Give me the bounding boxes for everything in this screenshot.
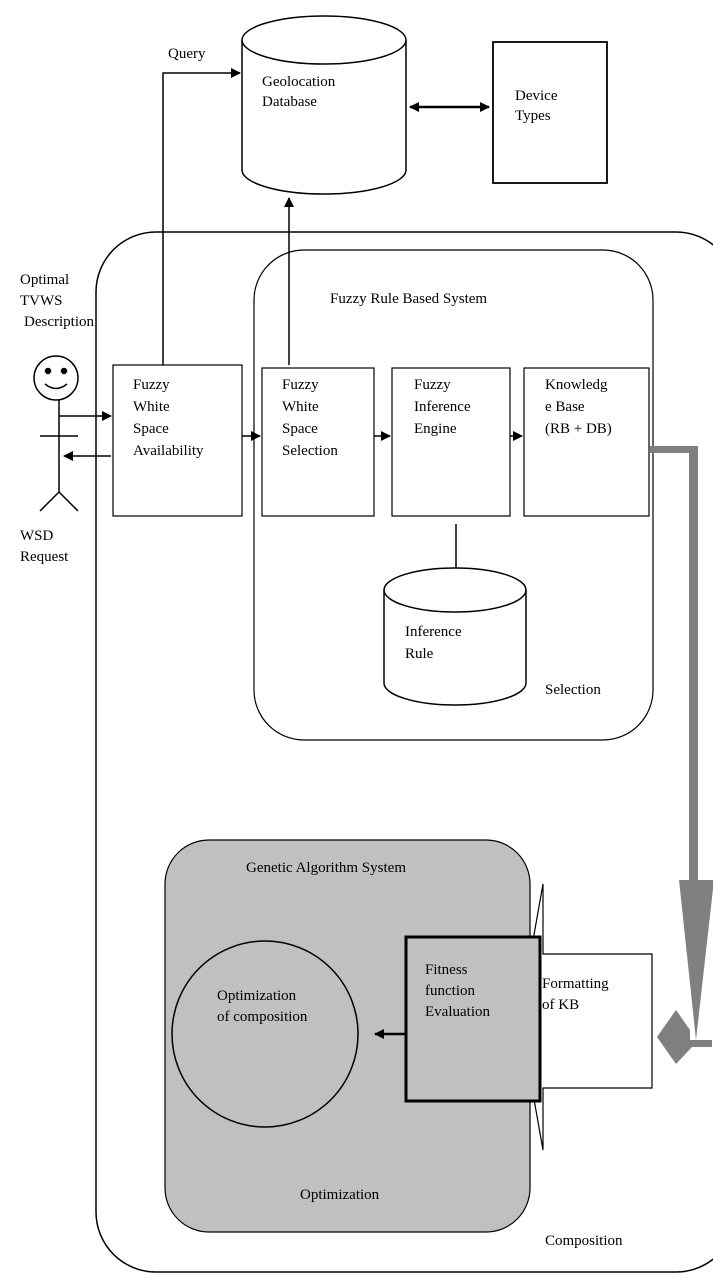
inference-label-2: Inference: [414, 399, 471, 415]
inference-label-1: Fuzzy: [414, 377, 451, 393]
formatting-arrow-shape: [531, 883, 653, 1151]
wsd-label-1: WSD: [20, 528, 54, 544]
optimal-label-1: Optimal: [20, 272, 69, 288]
inference-rule-database: [383, 567, 527, 706]
inference-label-3: Engine: [414, 421, 457, 437]
composition-container: [95, 231, 713, 1273]
fitness-label-1: Fitness: [425, 962, 468, 978]
fuzzy-rule-system-container: [253, 249, 654, 741]
optimization-label: Optimization: [300, 1187, 380, 1203]
geolocation-label-1: Geolocation: [262, 74, 336, 90]
wsd-label-2: Request: [20, 549, 69, 565]
smiley-face-icon: [33, 355, 79, 401]
optimization-circle: [171, 940, 359, 1128]
availability-label-3: Space: [133, 421, 169, 437]
availability-label-4: Availability: [133, 443, 204, 459]
query-arrow: [162, 68, 241, 365]
user-figure: [33, 355, 79, 512]
composition-label: Composition: [545, 1233, 623, 1249]
inference-rule-label-1: Inference: [405, 624, 462, 640]
selection-box-label-3: Space: [282, 421, 318, 437]
selection-box-label-4: Selection: [282, 443, 338, 459]
fuzzy-rule-system-title: Fuzzy Rule Based System: [330, 291, 487, 307]
optimal-label-2: TVWS: [20, 293, 63, 309]
fitness-function-box: [404, 935, 542, 1103]
optimization-composition-label-1: Optimization: [217, 988, 297, 1004]
geolocation-label-2: Database: [262, 94, 317, 110]
kb-to-formatting-gray-arrow: [650, 446, 713, 1040]
selection-label: Selection: [545, 682, 601, 698]
kb-label-1: Knowledg: [545, 377, 608, 393]
query-label: Query: [168, 46, 206, 62]
fitness-label-2: function: [425, 983, 475, 999]
genetic-system-title: Genetic Algorithm System: [246, 860, 406, 876]
geolocation-database: [241, 15, 407, 195]
kb-label-2: e Base: [545, 399, 585, 415]
availability-label-1: Fuzzy: [133, 377, 170, 393]
selection-box-label-2: White: [282, 399, 319, 415]
optimization-composition-label-2: of composition: [217, 1009, 308, 1025]
device-types-label-2: Types: [515, 108, 551, 124]
fuzzy-selection-box: [261, 367, 375, 517]
fitness-label-3: Evaluation: [425, 1004, 490, 1020]
optimal-label-3: Description: [24, 314, 94, 330]
availability-label-2: White: [133, 399, 170, 415]
device-types-box: [492, 41, 608, 184]
kb-to-formatting-gray-arrow-tail: [657, 1010, 712, 1064]
knowledge-base-box: [523, 367, 650, 517]
inference-rule-label-2: Rule: [405, 646, 434, 662]
device-types-label-1: Device: [515, 88, 558, 104]
kb-label-3: (RB + DB): [545, 421, 612, 437]
formatting-label-1: Formatting: [542, 976, 609, 992]
fuzzy-inference-box: [391, 367, 511, 517]
formatting-label-2: of KB: [542, 997, 579, 1013]
selection-box-label-1: Fuzzy: [282, 377, 319, 393]
fuzzy-availability-box: [112, 364, 243, 517]
